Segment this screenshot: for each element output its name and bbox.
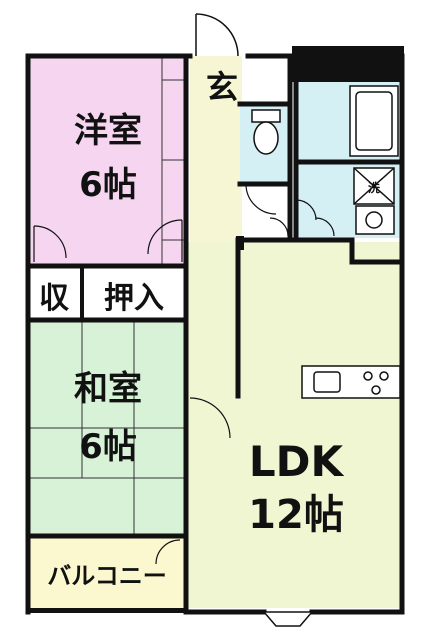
balcony-label: バルコニー <box>47 562 167 590</box>
bay-window <box>262 611 314 627</box>
walls <box>25 53 405 615</box>
wall-column <box>236 236 244 250</box>
ldk-fill <box>186 242 400 608</box>
wash-basin <box>355 205 395 235</box>
japanese-room-name: 和室 <box>74 369 142 409</box>
entrance-label: 玄 <box>206 68 238 106</box>
western-room-name: 洋室 <box>74 111 142 151</box>
wall-block <box>292 46 404 82</box>
balcony-fill <box>30 538 184 610</box>
toilet-fixture <box>251 109 281 155</box>
storage-label: 収 <box>39 281 70 316</box>
door-arcs <box>33 183 335 565</box>
ldk-name: LDK <box>249 437 345 486</box>
balcony-rail <box>28 608 188 613</box>
kitchen-counter <box>301 365 401 399</box>
ldk-fill-upper <box>242 262 352 282</box>
japanese-room-size: 6帖 <box>79 427 137 467</box>
western-room-fill <box>30 56 186 264</box>
ldk-size: 12帖 <box>248 492 344 538</box>
bathtub <box>349 85 399 157</box>
washer-space <box>353 167 395 205</box>
washer-label: 洗 <box>368 180 380 195</box>
storage-fill <box>32 270 184 320</box>
closet-label: 押入 <box>104 281 164 316</box>
tatami-lines <box>30 322 186 534</box>
closet-marks <box>161 56 186 264</box>
western-room-size: 6帖 <box>79 165 137 205</box>
entrance-door <box>195 13 239 57</box>
